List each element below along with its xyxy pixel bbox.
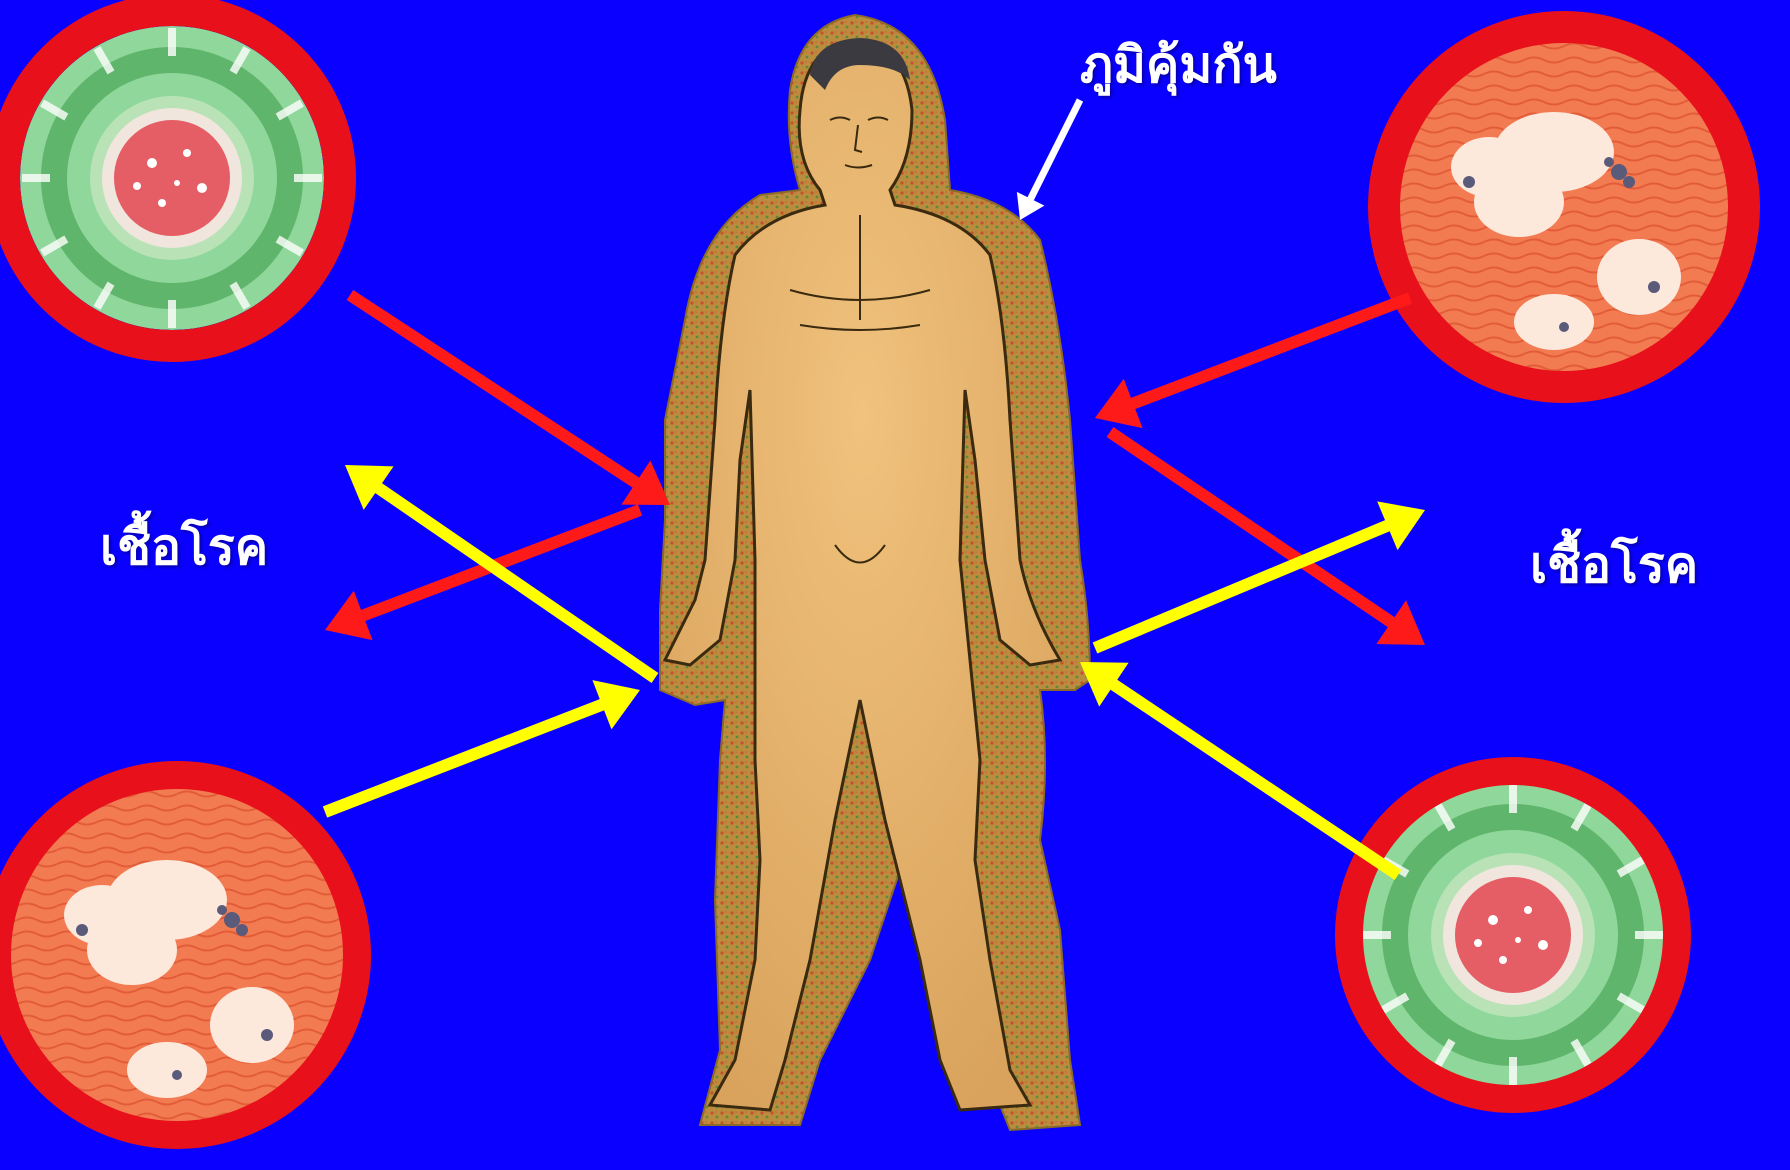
- arrow-red-in-right: [1095, 298, 1410, 428]
- arrow-white-immunity-shaft: [1030, 100, 1080, 201]
- pathogen-label-left: เชื้อโรค: [100, 522, 268, 572]
- arrow-red-out-left: [325, 510, 640, 640]
- arrow-red-out-right-shaft: [1110, 432, 1393, 623]
- arrow-yellow-out-left: [345, 465, 655, 678]
- immunity-label: ภูมิคุ้มกัน: [1080, 40, 1277, 90]
- pathogen-label-right: เชื้อโรค: [1530, 540, 1698, 590]
- arrow-red-out-right: [1110, 432, 1425, 645]
- arrow-yellow-in-right: [1080, 662, 1398, 875]
- arrow-yellow-in-left-shaft: [325, 704, 604, 812]
- bacteria-icon: [1384, 27, 1744, 387]
- arrow-white-immunity: [1017, 100, 1080, 220]
- arrow-red-out-left-shaft: [361, 510, 640, 616]
- arrow-yellow-in-left: [325, 680, 640, 812]
- virus-icon: [1349, 771, 1677, 1099]
- arrow-red-in-left: [350, 295, 670, 505]
- arrow-yellow-in-right-shaft: [1112, 684, 1398, 875]
- virus-icon: [4, 10, 340, 346]
- arrow-red-in-left-shaft: [350, 295, 638, 484]
- bacteria-icon: [0, 775, 357, 1135]
- human-body-icon: [660, 15, 1090, 1130]
- arrow-yellow-out-right: [1095, 501, 1425, 648]
- arrow-red-in-right-shaft: [1131, 298, 1410, 404]
